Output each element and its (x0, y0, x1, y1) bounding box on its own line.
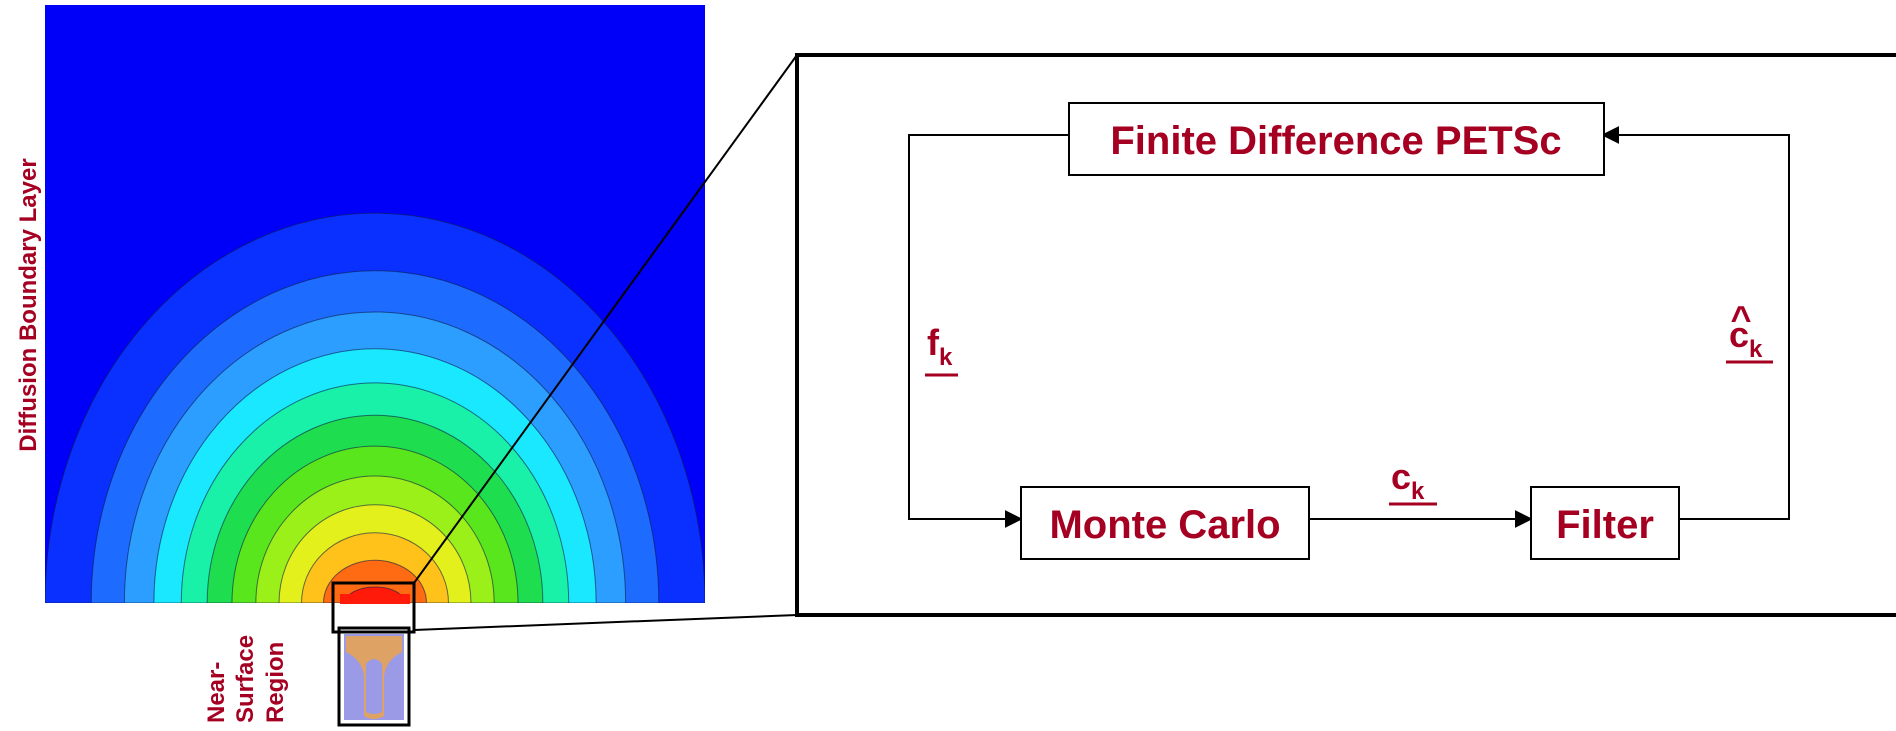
panel-frame (795, 53, 1896, 617)
svg-text:ck: ck (1729, 314, 1763, 363)
surface-white-gap (340, 604, 410, 612)
ck-hat: ^ (1730, 298, 1751, 339)
edge-label-ck-hat: ^ ck (1726, 298, 1773, 364)
region-label-line-1: Near- (203, 662, 230, 723)
ck-hat-subscript: k (1749, 336, 1763, 363)
zoom-connector-top (413, 54, 798, 584)
concentration-contour-plot (45, 5, 705, 612)
diffusion-boundary-layer-label: Diffusion Boundary Layer (15, 158, 42, 451)
fk-subscript: k (939, 344, 953, 371)
fk-symbol: f (927, 322, 940, 363)
finite-difference-label: Finite Difference PETSc (1110, 119, 1561, 163)
trench-opening (366, 659, 382, 714)
edge-label-fk: fk (925, 322, 958, 377)
zoom-box (331, 581, 416, 634)
edge-filter-to-finite (1601, 126, 1790, 520)
ck-subscript: k (1411, 478, 1425, 505)
filter-box: Filter (1530, 486, 1680, 560)
zoom-connector-bottom (413, 614, 798, 631)
filter-label: Filter (1556, 503, 1654, 547)
near-surface-trench (337, 626, 411, 727)
ck-hat-symbol: c (1729, 314, 1749, 355)
svg-text:fk: fk (927, 322, 953, 371)
svg-text:ck: ck (1391, 456, 1425, 505)
ck-symbol: c (1391, 456, 1411, 497)
region-label-line-2: Surface (232, 635, 259, 723)
near-surface-region-label: Near- Surface Region (203, 635, 289, 723)
monte-carlo-box: Monte Carlo (1020, 486, 1310, 560)
edge-finite-to-monte (908, 134, 1069, 528)
finite-difference-box: Finite Difference PETSc (1068, 102, 1605, 176)
edge-label-ck-middle: ck (1389, 456, 1437, 506)
region-label-line-3: Region (262, 642, 289, 723)
contour-bands (45, 212, 705, 603)
monte-carlo-label: Monte Carlo (1049, 503, 1280, 547)
flowchart-panel: Finite Difference PETSc Monte Carlo Filt… (795, 53, 1896, 617)
